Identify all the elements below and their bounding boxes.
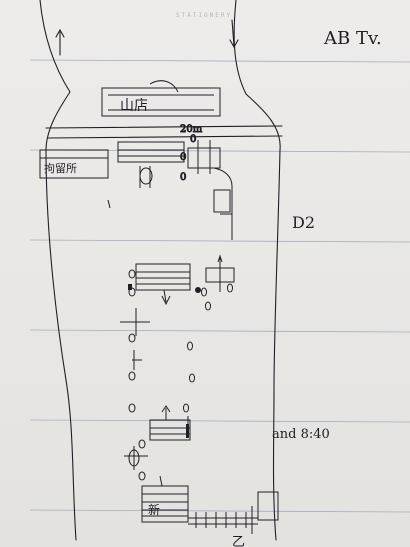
- middle-unit-sketch: [120, 254, 235, 470]
- filled-marks: [128, 284, 201, 438]
- note-bottom-block: 新: [148, 502, 160, 517]
- top-cluster-sketch: 20m 0 0 0: [107, 124, 233, 240]
- figure-marks: [128, 269, 233, 481]
- top-building-sketch: [101, 80, 221, 117]
- note-top-right: AB Tv.: [323, 28, 382, 49]
- svg-text:0: 0: [180, 152, 186, 163]
- note-middle-right: D2: [292, 213, 315, 232]
- note-bottom-right: and 8:40: [272, 427, 330, 442]
- ruled-lines: [29, 59, 410, 513]
- svg-text:0: 0: [190, 134, 196, 145]
- left-building-sketch: [39, 149, 109, 179]
- svg-text:0: 0: [180, 172, 186, 183]
- note-bottom-label: 乙: [232, 535, 245, 547]
- note-top-building: 山店: [120, 98, 148, 114]
- svg-text:20m: 20m: [180, 124, 203, 135]
- street-walls: [39, 0, 283, 541]
- note-left-building: 拘留所: [44, 161, 77, 175]
- bottom-block-sketch: [141, 475, 279, 534]
- page-header: STATIONERY: [176, 12, 233, 19]
